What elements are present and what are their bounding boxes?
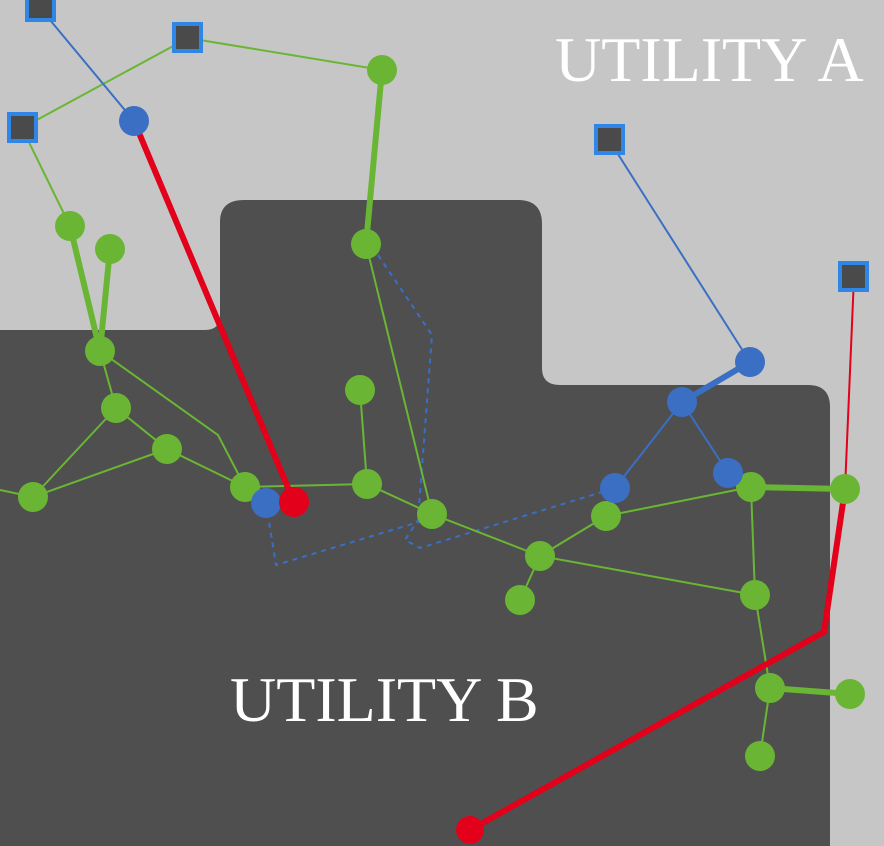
green-node (755, 673, 785, 703)
green-nodes (18, 55, 865, 771)
green-line (97, 246, 113, 354)
blue-node (713, 458, 743, 488)
utility-a-label: UTILITY A (555, 24, 864, 95)
blue-line (614, 401, 683, 489)
green-line (99, 350, 368, 489)
green-node (525, 541, 555, 571)
green-node (591, 501, 621, 531)
green-node (152, 434, 182, 464)
red-line (131, 118, 297, 505)
green-node (417, 499, 447, 529)
red-nodes (279, 487, 484, 844)
green-node (95, 234, 125, 264)
terminal-square (594, 124, 625, 155)
blue-node (600, 473, 630, 503)
green-node (745, 741, 775, 771)
utility-b-label: UTILITY B (230, 664, 539, 735)
blue-node (251, 488, 281, 518)
green-node (736, 472, 766, 502)
green-node (351, 229, 381, 259)
red-node (456, 816, 484, 844)
green-line (363, 67, 385, 247)
green-line (539, 555, 772, 757)
green-node (835, 679, 865, 709)
green-line (67, 223, 103, 354)
terminal-square (172, 22, 203, 53)
green-node (345, 375, 375, 405)
blue-line (39, 7, 135, 122)
blue-node (735, 347, 765, 377)
green-line (32, 407, 117, 498)
blue-nodes (119, 106, 765, 518)
blue-node (119, 106, 149, 136)
green-node (505, 585, 535, 615)
green-node (367, 55, 397, 85)
red-line (467, 486, 848, 833)
terminal-square (25, 0, 56, 22)
green-node (101, 393, 131, 423)
blue-line (608, 139, 751, 363)
green-line (748, 484, 848, 492)
blue-dashed-line (265, 502, 433, 567)
blue-node (667, 387, 697, 417)
green-node (230, 472, 260, 502)
red-lines (131, 118, 855, 833)
green-node (18, 482, 48, 512)
green-node (55, 211, 85, 241)
blue-dashed-line (377, 254, 616, 550)
green-line (750, 486, 756, 596)
green-node (740, 580, 770, 610)
green-node (352, 469, 382, 499)
green-node (85, 336, 115, 366)
utility-b-region (0, 200, 830, 846)
red-node (279, 487, 309, 517)
terminals (7, 0, 869, 292)
green-line (21, 127, 71, 227)
terminal-square (838, 261, 869, 292)
green-line (99, 350, 246, 488)
terminal-square (7, 112, 38, 143)
green-node (830, 474, 860, 504)
red-line (844, 276, 855, 490)
